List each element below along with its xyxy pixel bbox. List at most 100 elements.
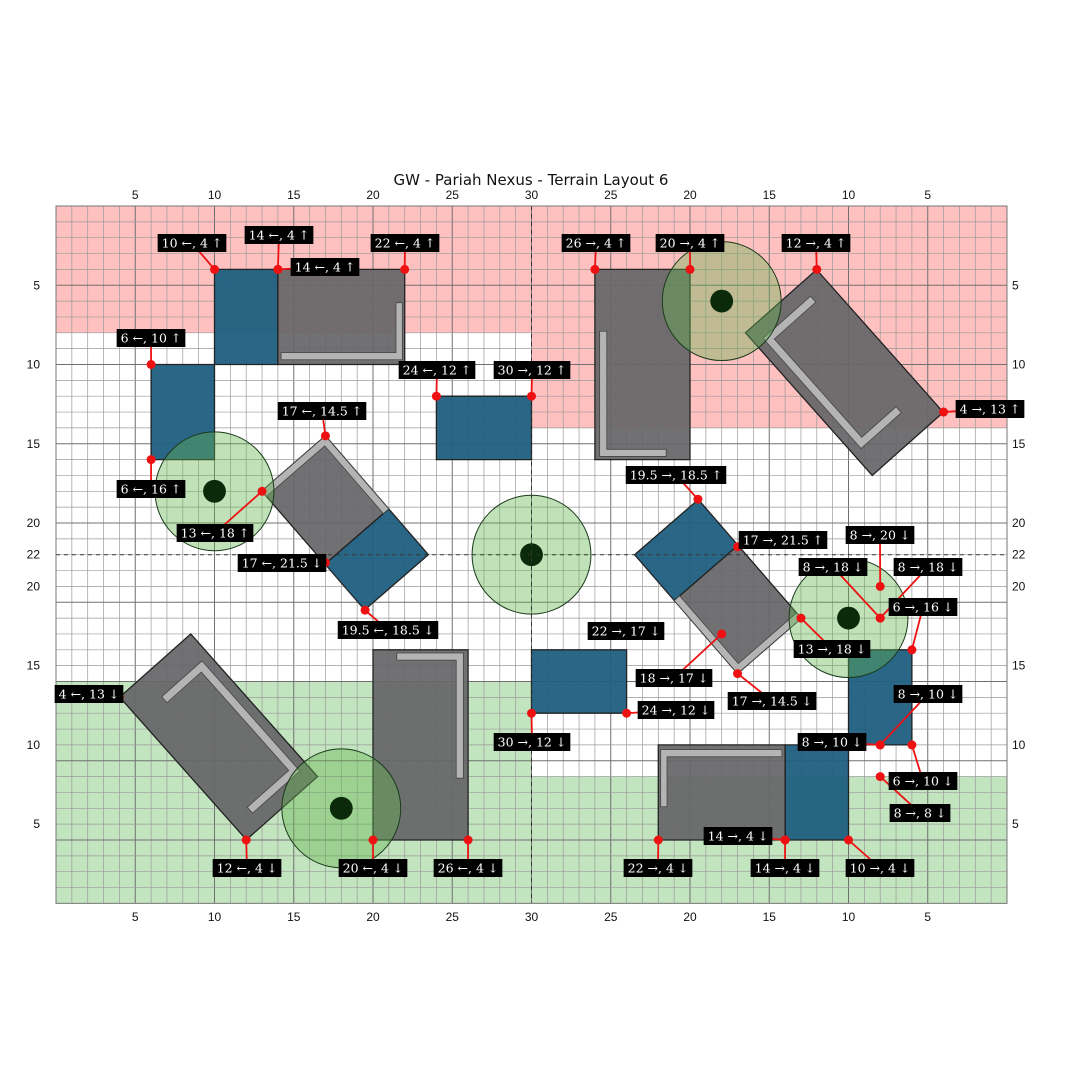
marker-dot — [875, 613, 885, 623]
axis-tick-bottom: 30 — [525, 910, 539, 924]
axis-tick-top: 15 — [287, 188, 301, 202]
label-background — [637, 701, 715, 719]
measurement-label: 17 ←, 14.5 ↑ — [277, 402, 367, 420]
axis-tick-right: 5 — [1012, 817, 1019, 831]
label-text: 14 ←, 4 ↑ — [249, 228, 310, 243]
measurement-label: 8 →, 10 ↓ — [797, 733, 867, 751]
marker-dot — [431, 391, 441, 401]
label-background — [561, 234, 631, 252]
axis-tick-bottom: 20 — [683, 910, 697, 924]
objective-marker — [203, 479, 226, 503]
measurement-label: 19.5 →, 18.5 ↑ — [625, 466, 727, 484]
measurement-label: 6 →, 16 ↓ — [888, 598, 958, 616]
marker-dot — [796, 613, 806, 623]
marker-dot — [907, 645, 917, 655]
measurement-label: 6 ←, 16 ↑ — [116, 480, 186, 498]
label-text: 8 →, 18 ↓ — [803, 560, 864, 575]
marker-dot — [527, 391, 536, 401]
label-text: 17 ←, 14.5 ↑ — [282, 404, 363, 419]
measurement-label: 8 →, 10 ↓ — [893, 685, 963, 703]
measurement-label: 14 ←, 4 ↑ — [244, 226, 314, 244]
label-text: 8 →, 8 ↓ — [894, 806, 947, 821]
measurement-label: 20 ←, 4 ↓ — [338, 859, 408, 877]
label-background — [493, 361, 571, 379]
label-text: 22 →, 17 ↓ — [592, 624, 661, 639]
label-text: 26 ←, 4 ↓ — [438, 861, 499, 876]
measurement-label: 22 →, 4 ↓ — [623, 859, 693, 877]
measurement-label: 6 ←, 10 ↑ — [116, 329, 186, 347]
measurement-label: 8 →, 8 ↓ — [889, 804, 951, 822]
label-text: 6 →, 16 ↓ — [893, 600, 954, 615]
marker-dot — [210, 264, 219, 274]
label-text: 20 ←, 4 ↓ — [343, 861, 404, 876]
label-text: 8 →, 20 ↓ — [850, 528, 911, 543]
axis-tick-right: 15 — [1012, 659, 1026, 673]
label-background — [338, 859, 408, 877]
measurement-label: 12 ←, 4 ↓ — [212, 859, 282, 877]
label-text: 8 →, 10 ↓ — [802, 735, 863, 750]
axis-tick-bottom: 15 — [763, 910, 777, 924]
label-background — [703, 827, 773, 845]
axis-tick-top: 30 — [525, 188, 539, 202]
measurement-label: 17 →, 14.5 ↓ — [727, 692, 817, 710]
measurement-label: 18 →, 17 ↓ — [635, 669, 713, 687]
label-text: 26 →, 4 ↑ — [566, 236, 627, 251]
measurement-label: 22 ←, 4 ↑ — [370, 234, 440, 252]
label-background — [750, 859, 820, 877]
axis-tick-bottom: 10 — [208, 910, 222, 924]
measurement-label: 14 ←, 4 ↑ — [290, 258, 360, 276]
label-background — [625, 466, 727, 484]
label-background — [398, 361, 476, 379]
label-background — [888, 598, 958, 616]
label-text: 14 →, 4 ↓ — [708, 829, 769, 844]
measurement-label: 4 ←, 13 ↓ — [54, 685, 124, 703]
measurement-labels: 10 ←, 4 ↑14 ←, 4 ↑14 ←, 4 ↑22 ←, 4 ↑6 ←,… — [54, 226, 1025, 877]
axis-tick-right: 10 — [1012, 738, 1026, 752]
measurement-label: 22 →, 17 ↓ — [587, 622, 665, 640]
label-background — [623, 859, 693, 877]
label-background — [955, 400, 1025, 418]
label-text: 24 ←, 12 ↑ — [403, 363, 472, 378]
axis-tick-top: 25 — [446, 188, 460, 202]
marker-dot — [400, 264, 410, 274]
label-text: 12 →, 4 ↑ — [786, 236, 847, 251]
label-background — [244, 226, 314, 244]
measurement-label: 24 ←, 12 ↑ — [398, 361, 476, 379]
measurement-label: 30 →, 12 ↓ — [493, 733, 571, 751]
axis-tick-left: 5 — [33, 817, 40, 831]
label-background — [290, 258, 360, 276]
label-background — [845, 859, 915, 877]
measurement-label: 13 ←, 18 ↑ — [176, 524, 254, 542]
label-background — [781, 234, 851, 252]
objective — [662, 242, 781, 361]
label-text: 13 →, 18 ↓ — [798, 642, 867, 657]
objective-marker — [710, 289, 734, 313]
label-text: 19.5 →, 18.5 ↑ — [630, 468, 723, 483]
measurement-label: 17 ←, 21.5 ↓ — [237, 554, 327, 572]
label-background — [635, 669, 713, 687]
label-background — [797, 733, 867, 751]
measurement-label: 20 →, 4 ↑ — [655, 234, 725, 252]
marker-dot — [360, 605, 370, 615]
axis-tick-top: 25 — [604, 188, 618, 202]
measurement-label: 4 →, 13 ↑ — [955, 400, 1025, 418]
marker-dot — [939, 407, 949, 417]
label-background — [655, 234, 725, 252]
axis-tick-top: 5 — [924, 188, 931, 202]
marker-dot — [717, 629, 727, 639]
label-text: 6 ←, 16 ↑ — [121, 482, 182, 497]
marker-dot — [685, 264, 695, 274]
label-background — [337, 621, 439, 639]
board-border — [56, 206, 1007, 903]
label-text: 19.5 ←, 18.5 ↓ — [342, 623, 435, 638]
label-text: 30 →, 12 ↑ — [498, 363, 567, 378]
marker-dot — [812, 264, 822, 274]
marker-dot — [146, 455, 156, 465]
marker-dot — [780, 835, 790, 845]
axis-tick-bottom: 5 — [132, 910, 139, 924]
measurement-label: 8 →, 20 ↓ — [845, 526, 915, 544]
marker-dot — [875, 581, 885, 591]
crate — [151, 365, 214, 460]
measurement-label: 26 →, 4 ↑ — [561, 234, 631, 252]
marker-dot — [320, 431, 330, 441]
